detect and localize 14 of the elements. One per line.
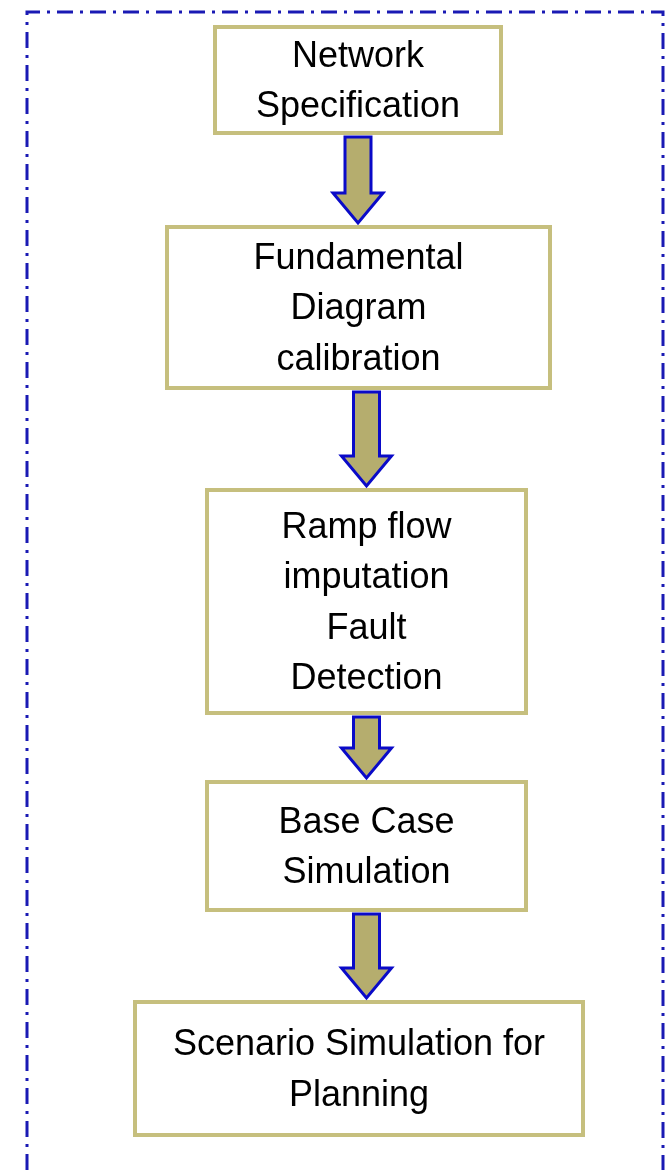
box-label: Fundamental Diagram calibration: [252, 234, 465, 380]
process-box: [213, 25, 503, 135]
block-arrow: [329, 135, 387, 226]
process-box: [165, 225, 552, 390]
process-box: [205, 780, 528, 912]
box-label: Ramp flow imputation Fault Detection: [280, 503, 453, 699]
box-label: Network Specification: [254, 32, 462, 127]
process-box: [205, 488, 528, 715]
process-box: [133, 1000, 585, 1137]
block-arrow: [338, 912, 395, 1001]
block-arrow: [338, 715, 395, 781]
box-label: Scenario Simulation for Planning: [171, 1021, 547, 1116]
block-arrow: [338, 390, 395, 489]
box-label: Base Case Simulation: [277, 798, 456, 893]
